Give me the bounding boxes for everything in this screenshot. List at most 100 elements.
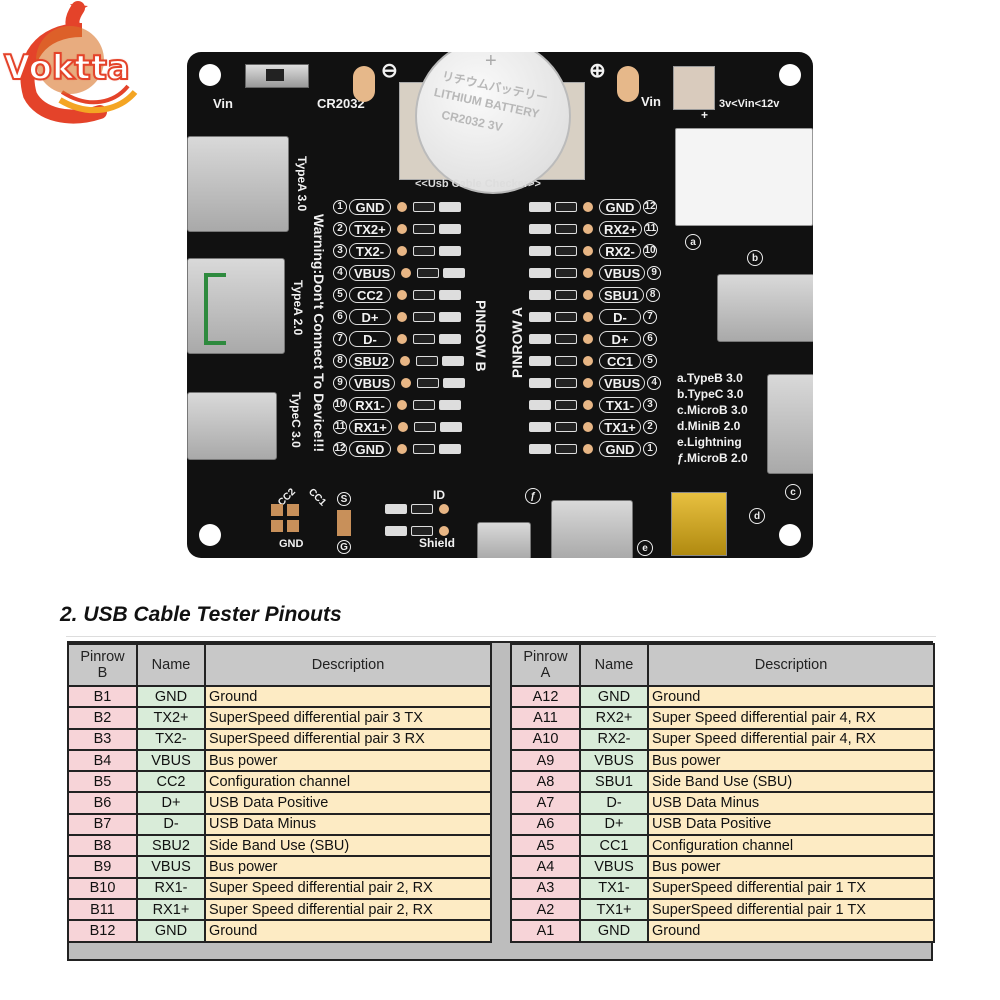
- pin-cell: B12: [67, 919, 138, 943]
- description-cell: Bus power: [204, 855, 492, 879]
- id-label: ID: [433, 488, 445, 502]
- pin-name: VBUS: [349, 374, 396, 391]
- name-cell: RX2-: [579, 727, 649, 751]
- pin-test-row: TX1-3: [527, 396, 657, 413]
- pin-name: TX1+: [599, 418, 641, 435]
- pin-name: GND: [599, 198, 641, 215]
- id-test-row: [383, 504, 453, 514]
- pin-number: 6: [643, 331, 657, 346]
- test-pad: [397, 421, 408, 432]
- usb-minib-2-port[interactable]: [671, 492, 727, 556]
- cc1-label: CC1: [306, 486, 328, 509]
- name-cell: GND: [136, 919, 206, 943]
- marker-a: a: [685, 234, 701, 250]
- power-switch[interactable]: [245, 64, 309, 88]
- name-cell: D-: [136, 812, 206, 837]
- description-cell: Configuration channel: [647, 834, 935, 858]
- plus-marker: +: [701, 108, 709, 122]
- resistor: [555, 399, 577, 410]
- description-cell: Bus power: [647, 748, 935, 773]
- pin-name: RX2+: [599, 220, 642, 237]
- pin-cell: A7: [510, 791, 581, 815]
- pin-name: TX2-: [349, 242, 391, 259]
- name-cell: SBU1: [579, 770, 649, 794]
- led-indicator: [441, 355, 464, 366]
- pin-number: 5: [643, 353, 657, 368]
- description-cell: SuperSpeed differential pair 3 RX: [204, 727, 492, 751]
- led-indicator: [529, 421, 551, 432]
- usb-typec-3-port[interactable]: [187, 392, 277, 460]
- name-cell: D-: [579, 791, 649, 815]
- lightning-port[interactable]: [551, 500, 633, 558]
- name-cell: GND: [136, 684, 206, 709]
- test-pad: [401, 267, 412, 278]
- header-name: Name: [579, 643, 649, 687]
- pin-name: SBU2: [349, 352, 394, 369]
- resistor: [417, 267, 440, 278]
- test-pad: [397, 245, 407, 256]
- pin-name: D-: [599, 308, 641, 325]
- led-indicator: [529, 355, 551, 366]
- led-indicator: [529, 245, 551, 256]
- resistor: [555, 223, 577, 234]
- resistor: [555, 377, 577, 388]
- resistor: [555, 333, 577, 344]
- pin-name: D-: [349, 330, 391, 347]
- resistor: [413, 333, 435, 344]
- typea-2-label: TypeA 2.0: [291, 280, 305, 336]
- name-cell: VBUS: [579, 748, 649, 773]
- resistor: [555, 443, 577, 454]
- description-cell: Bus power: [647, 855, 935, 879]
- cr2032-battery: + リチウムバッテリー LITHIUM BATTERY CR2032 3V: [415, 52, 571, 194]
- test-pad: [397, 443, 407, 454]
- usb-microb-2-port[interactable]: [477, 522, 531, 558]
- name-cell: VBUS: [579, 855, 649, 879]
- test-pad: [397, 223, 407, 234]
- pin-cell: A9: [510, 748, 581, 773]
- led-indicator: [439, 245, 461, 256]
- resistor: [413, 201, 435, 212]
- jst-power-connector[interactable]: [673, 66, 715, 110]
- test-pad: [397, 201, 407, 212]
- pin-name: CC1: [599, 352, 641, 369]
- pin-cell: A11: [510, 706, 581, 730]
- name-cell: CC2: [136, 770, 206, 794]
- plus-icon: ⊕: [589, 60, 606, 82]
- usb-typec-port-b[interactable]: [717, 274, 813, 342]
- test-pad: [583, 421, 593, 432]
- test-pad: [583, 443, 593, 454]
- usb-typea-2-port[interactable]: [187, 258, 285, 354]
- test-pad: [397, 333, 407, 344]
- description-cell: Ground: [647, 684, 935, 709]
- resistor: [413, 245, 435, 256]
- usb-typea-3-port[interactable]: [187, 136, 289, 232]
- pin-number: 9: [333, 375, 347, 390]
- usb-typeb-3-port[interactable]: [675, 128, 813, 226]
- description-cell: Super Speed differential pair 4, RX: [647, 706, 935, 730]
- pin-number: 7: [643, 309, 657, 324]
- pin-name: VBUS: [599, 374, 646, 391]
- pin-number: 11: [643, 221, 658, 236]
- description-cell: SuperSpeed differential pair 3 TX: [204, 706, 492, 730]
- pin-number: 1: [643, 441, 657, 456]
- pin-test-row: D-7: [527, 308, 657, 325]
- gnd-pad-label: GND: [279, 538, 304, 550]
- pin-test-row: RX2-10: [527, 242, 657, 259]
- solder-pad: [617, 66, 639, 102]
- usb-microb-3-port[interactable]: [767, 374, 813, 474]
- typea-3-label: TypeA 3.0: [295, 156, 309, 212]
- pin-number: 12: [643, 199, 657, 214]
- resistor: [413, 399, 435, 410]
